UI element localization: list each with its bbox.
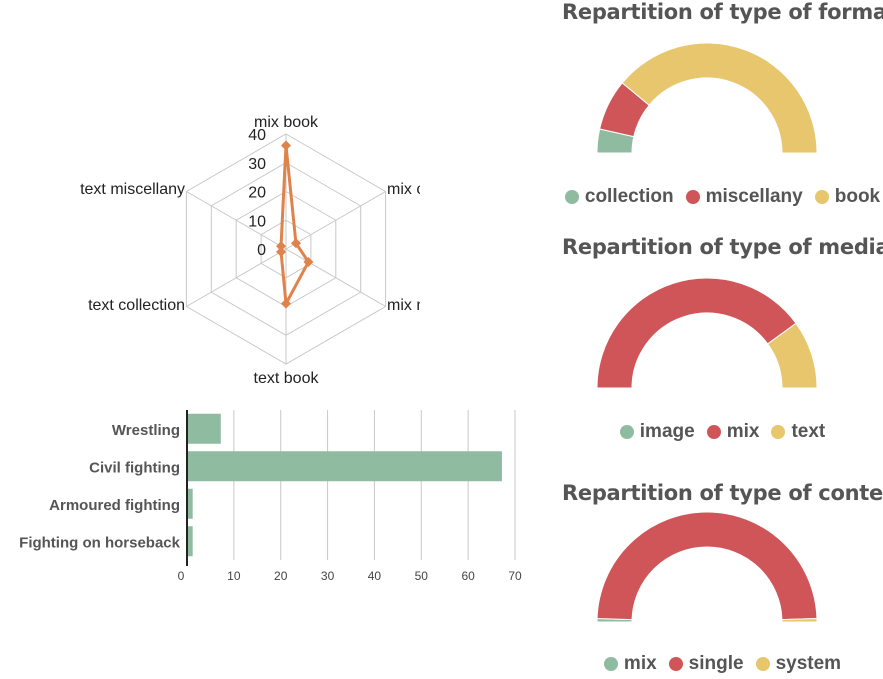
radar-tick-label: 30 xyxy=(248,156,266,173)
media-donut-chart: Repartition of type of media image mix tex… xyxy=(562,235,883,450)
format-donut-chart: Repartition of type of format collection… xyxy=(562,0,883,215)
radar-point xyxy=(281,140,291,151)
legend-item: collection xyxy=(564,186,674,208)
radar-axis-label: text miscellany xyxy=(80,181,185,198)
radar-spoke xyxy=(186,248,287,307)
bar-tick-label: 30 xyxy=(321,569,335,583)
legend-label: text xyxy=(791,421,826,442)
legend-label: single xyxy=(688,653,744,674)
legend-label: image xyxy=(639,421,695,442)
legend-item: mix xyxy=(603,653,657,675)
bar-tick-label: 20 xyxy=(274,569,288,583)
bar-category-label: Armoured fighting xyxy=(49,497,180,514)
bar xyxy=(188,413,221,444)
donut-slice-book xyxy=(621,42,818,154)
legend-label: system xyxy=(775,653,842,674)
radar-point xyxy=(276,246,287,257)
bar-tick-label: 10 xyxy=(227,569,241,583)
radar-axis-label: text collection xyxy=(88,297,185,314)
bar-category-label: Fighting on horseback xyxy=(19,534,180,551)
radar-axis-label: mix miscellany xyxy=(387,297,420,314)
radar-tick-label: 10 xyxy=(248,213,266,230)
donut-arcs xyxy=(596,277,818,389)
bar-tick-label: 60 xyxy=(461,569,475,583)
chart-title: Repartition of type of media xyxy=(562,235,883,259)
bar-tick-label: 70 xyxy=(508,569,522,583)
donut-slice-single xyxy=(596,511,818,621)
legend-swatch xyxy=(619,425,634,439)
legend-item: system xyxy=(755,653,842,675)
radar-point xyxy=(303,256,314,267)
bar-tick-label: 50 xyxy=(415,569,429,583)
bar-category-label: Wrestling xyxy=(112,422,180,439)
legend-item: mix xyxy=(706,421,760,443)
radar-spoke xyxy=(285,191,386,250)
radar-point xyxy=(290,238,301,249)
bar-category-label: Civil fighting xyxy=(89,459,180,476)
radar-chart: mix book mix collection mix miscellany text… xyxy=(80,114,420,387)
bar xyxy=(188,488,193,519)
legend: collection miscellany book xyxy=(562,186,883,208)
legend-swatch xyxy=(685,190,700,204)
legend-swatch xyxy=(706,425,721,439)
radar-series-line xyxy=(279,144,310,306)
radar-tick-label: 40 xyxy=(248,127,266,144)
legend-swatch xyxy=(668,657,683,671)
bar-tick-label: 40 xyxy=(368,569,382,583)
content-donut-chart: Repartition of type of content mix single… xyxy=(562,481,883,679)
legend-swatch xyxy=(755,657,770,671)
legend-label: miscellany xyxy=(705,186,803,207)
radar-axis-label: mix book xyxy=(254,114,319,131)
legend-item: book xyxy=(814,186,881,208)
legend: mix single system xyxy=(562,653,883,675)
radar-spoke xyxy=(186,191,287,250)
radar-tick-label: 0 xyxy=(257,242,266,259)
legend-label: collection xyxy=(584,186,674,207)
chart-title: Repartition of type of content xyxy=(562,481,883,505)
legend-label: book xyxy=(834,186,881,207)
radar-point xyxy=(276,241,287,252)
donut-arcs xyxy=(596,511,818,623)
donut-slice-mix xyxy=(596,277,797,389)
bar xyxy=(188,451,502,482)
legend: image mix text xyxy=(562,421,883,443)
legend-swatch xyxy=(564,190,579,204)
bar-tick-label: 0 xyxy=(178,569,185,583)
legend-swatch xyxy=(603,657,618,671)
legend-item: text xyxy=(771,421,825,443)
donut-slice-system xyxy=(781,618,818,623)
donut-arcs xyxy=(596,42,818,154)
radar-tick-label: 20 xyxy=(248,185,266,202)
bar xyxy=(188,526,193,557)
legend-item: image xyxy=(619,421,695,443)
legend-label: mix xyxy=(726,421,760,442)
legend-item: miscellany xyxy=(685,186,803,208)
radar-spoke xyxy=(285,248,386,307)
legend-label: mix xyxy=(623,653,657,674)
radar-axis-label: text book xyxy=(254,370,320,387)
chart-title: Repartition of type of format xyxy=(562,0,883,24)
legend-item: single xyxy=(668,653,744,675)
donut-slice-text xyxy=(766,322,818,389)
radar-point xyxy=(281,298,291,309)
legend-swatch xyxy=(771,425,786,439)
radar-axis-label: mix collection xyxy=(387,181,420,198)
legend-swatch xyxy=(814,190,829,204)
